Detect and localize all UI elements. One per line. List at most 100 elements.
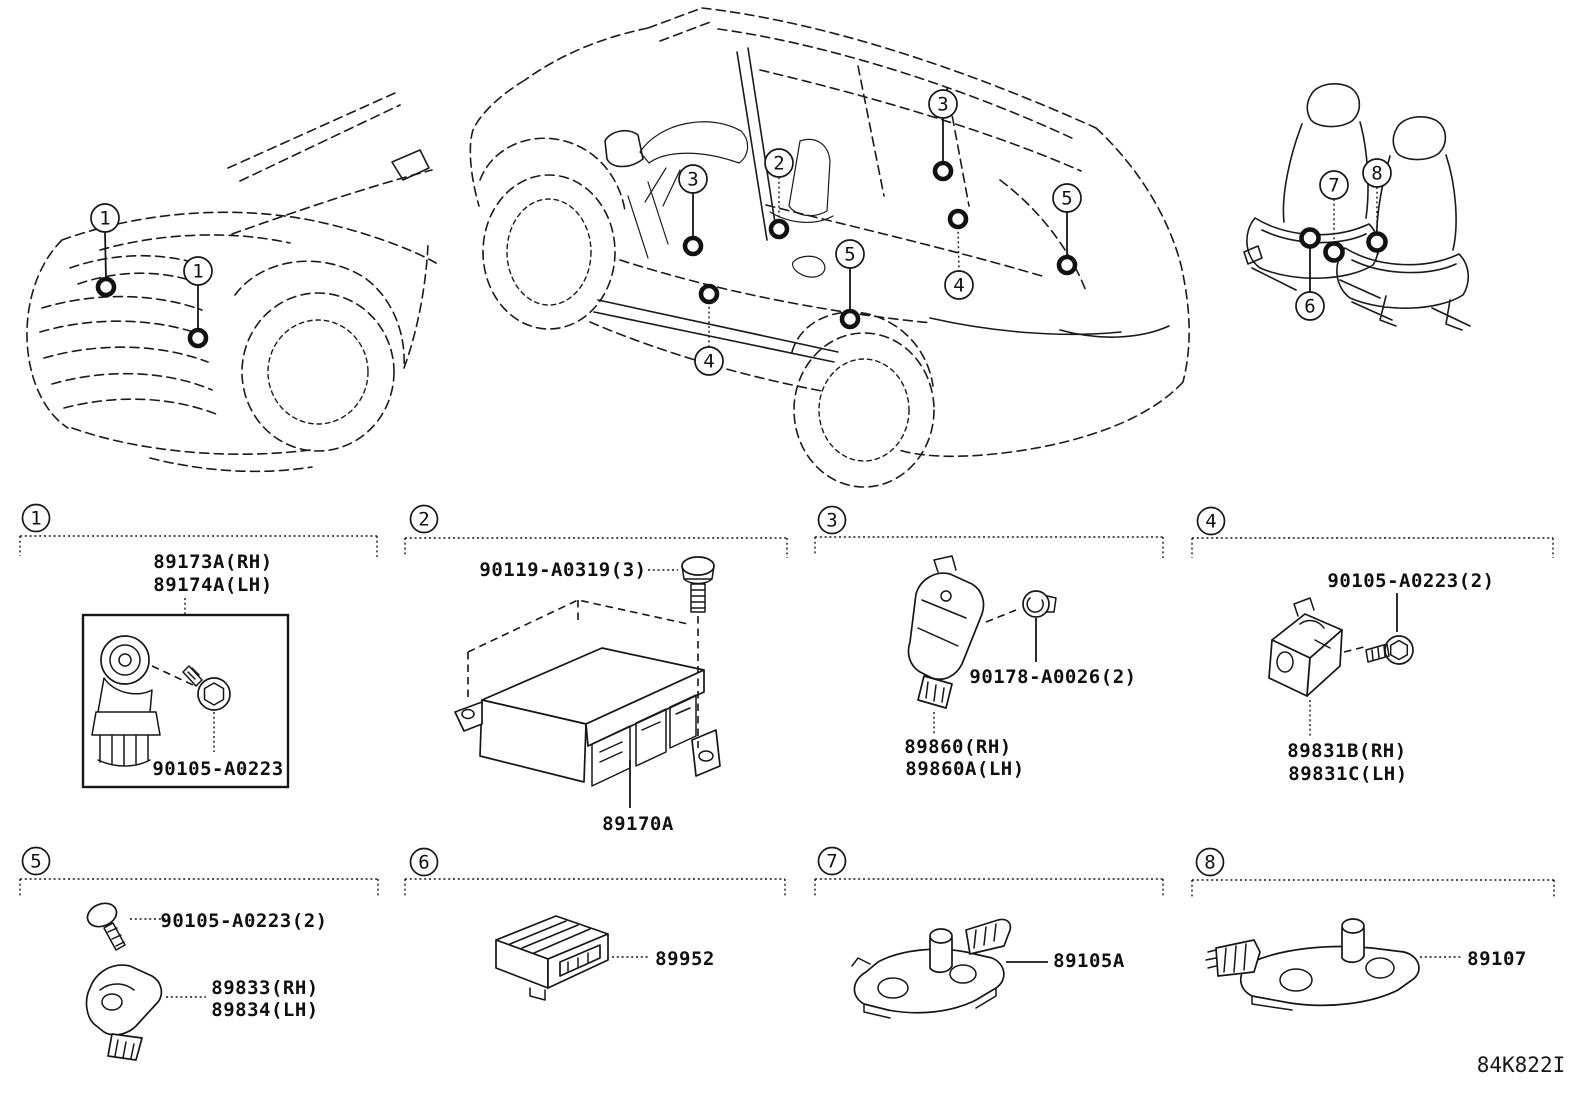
section-number: 5 bbox=[30, 851, 41, 873]
section-number: 4 bbox=[1205, 511, 1216, 533]
sensor-body bbox=[85, 964, 163, 1036]
target-ring bbox=[947, 208, 969, 230]
plate-edge bbox=[851, 957, 997, 1019]
target-ring bbox=[839, 308, 861, 330]
callout-number: 1 bbox=[99, 208, 110, 230]
part-box bbox=[81, 613, 290, 789]
callout-quarter-sensor: 5 bbox=[1052, 183, 1082, 276]
target-ring bbox=[95, 276, 117, 298]
sensor-head-inner bbox=[109, 644, 141, 676]
side-rear-wheel-inner bbox=[818, 358, 910, 462]
callout-circle bbox=[1295, 291, 1325, 321]
seat-track-sensor-drawing bbox=[1205, 918, 1462, 1011]
callout-number: 3 bbox=[937, 94, 948, 116]
target-ring bbox=[1323, 241, 1345, 263]
callout-number: 5 bbox=[1061, 188, 1072, 210]
section-3: 3 90178-A0026(2) 89860(RH) 89860A(LH) bbox=[814, 505, 1164, 780]
callout-front-sensor-left: 1 bbox=[90, 203, 120, 298]
part-number-label: 90105-A0223 bbox=[152, 758, 283, 780]
occupant-detection-ecu-drawing bbox=[495, 915, 650, 1001]
callout-number: 7 bbox=[1328, 175, 1339, 197]
plate-edge bbox=[1251, 995, 1293, 1011]
section-number-circle bbox=[409, 504, 439, 534]
front-vehicle-body-lines bbox=[26, 92, 437, 473]
bolt-shank bbox=[1365, 639, 1409, 663]
ecu-connector bbox=[559, 944, 601, 977]
front-mirror bbox=[391, 149, 430, 181]
side-vehicle-interior-lines bbox=[627, 121, 834, 278]
section-bracket bbox=[19, 878, 379, 898]
part-number-label: 89173A(RH) bbox=[153, 551, 272, 573]
section-number-circle bbox=[409, 847, 439, 877]
leader-line bbox=[957, 226, 960, 272]
plate-hole bbox=[949, 964, 977, 984]
sensor-detail bbox=[917, 555, 967, 647]
section-number: 8 bbox=[1204, 852, 1215, 874]
callout-circle bbox=[678, 164, 708, 194]
sensor-port bbox=[940, 590, 952, 602]
mounting-plane-dashes bbox=[467, 599, 689, 700]
callout-number: 2 bbox=[773, 153, 784, 175]
section-1: 1 89173A(RH) 89174A(LH) 90105-A0223 bbox=[19, 503, 378, 789]
target-ring bbox=[1299, 227, 1321, 249]
section-6: 6 89952 bbox=[404, 847, 786, 1001]
callout-circle bbox=[1319, 170, 1349, 200]
callout-circle bbox=[694, 346, 724, 376]
callout-rear-door-sensor: 4 bbox=[944, 208, 974, 300]
section-5: 5 90105-A0223(2) 89833(RH) 89834(LH) bbox=[19, 846, 379, 1061]
callout-circle bbox=[764, 148, 794, 178]
bolt-shank bbox=[182, 665, 225, 706]
section-7: 7 89105A bbox=[814, 846, 1164, 1019]
connector-ribs bbox=[973, 923, 997, 949]
callout-circle bbox=[90, 203, 120, 233]
side-vehicle-illustration bbox=[469, 7, 1190, 488]
target-ring bbox=[187, 327, 209, 349]
part-number-label: 89833(RH) bbox=[211, 977, 318, 999]
seats-outline bbox=[1243, 83, 1471, 331]
plate-hole bbox=[877, 977, 909, 999]
callout-number: 4 bbox=[703, 351, 714, 373]
section-bracket bbox=[814, 878, 1164, 898]
stud-top bbox=[1341, 918, 1365, 934]
section-number: 3 bbox=[826, 510, 837, 532]
callout-number: 5 bbox=[844, 244, 855, 266]
connector-ribs bbox=[1205, 943, 1247, 973]
sensor-body bbox=[907, 572, 985, 681]
part-number-label: 89834(LH) bbox=[211, 999, 318, 1021]
section-number: 1 bbox=[30, 508, 41, 530]
connector-slots bbox=[925, 681, 945, 703]
ecu-left-ear bbox=[454, 701, 483, 732]
front-impact-sensor-drawing bbox=[91, 635, 231, 767]
target-ring bbox=[682, 235, 704, 257]
sensor-port bbox=[1276, 651, 1294, 673]
side-front-wheel-inner bbox=[506, 198, 592, 306]
plate-hole bbox=[1279, 968, 1313, 992]
side-rear-wheel-outer bbox=[793, 332, 935, 488]
section-number-circle bbox=[817, 505, 847, 535]
section-bracket bbox=[1191, 879, 1555, 899]
part-number-label: 89952 bbox=[655, 948, 715, 970]
part-number-label: 89174A(LH) bbox=[153, 574, 272, 596]
part-number-label: 89831C(LH) bbox=[1288, 763, 1407, 785]
bolt-head bbox=[197, 677, 231, 711]
target-ring bbox=[1056, 254, 1078, 276]
side-front-wheel-outer bbox=[482, 174, 616, 330]
front-vehicle-callouts: 1 1 bbox=[90, 203, 213, 349]
sensor-connector bbox=[965, 918, 1012, 955]
part-number-label: 89107 bbox=[1467, 948, 1527, 970]
part-number-label: 90119-A0319(3) bbox=[479, 559, 646, 581]
callout-number: 4 bbox=[953, 275, 964, 297]
part-number-label: 90105-A0223(2) bbox=[160, 910, 327, 932]
sensor-hub bbox=[118, 653, 132, 667]
callout-seat-position-sensor: 7 bbox=[1319, 170, 1349, 263]
floor-sensor-drawing bbox=[85, 902, 206, 1061]
front-vehicle-illustration bbox=[26, 92, 437, 473]
callout-number: 3 bbox=[687, 169, 698, 191]
sensor-connector bbox=[1215, 939, 1261, 977]
ear-hole bbox=[698, 750, 714, 762]
seat-callouts: 7 8 6 bbox=[1295, 158, 1392, 321]
target-ring bbox=[932, 160, 954, 182]
bolt-assembly-dashes bbox=[151, 665, 194, 686]
